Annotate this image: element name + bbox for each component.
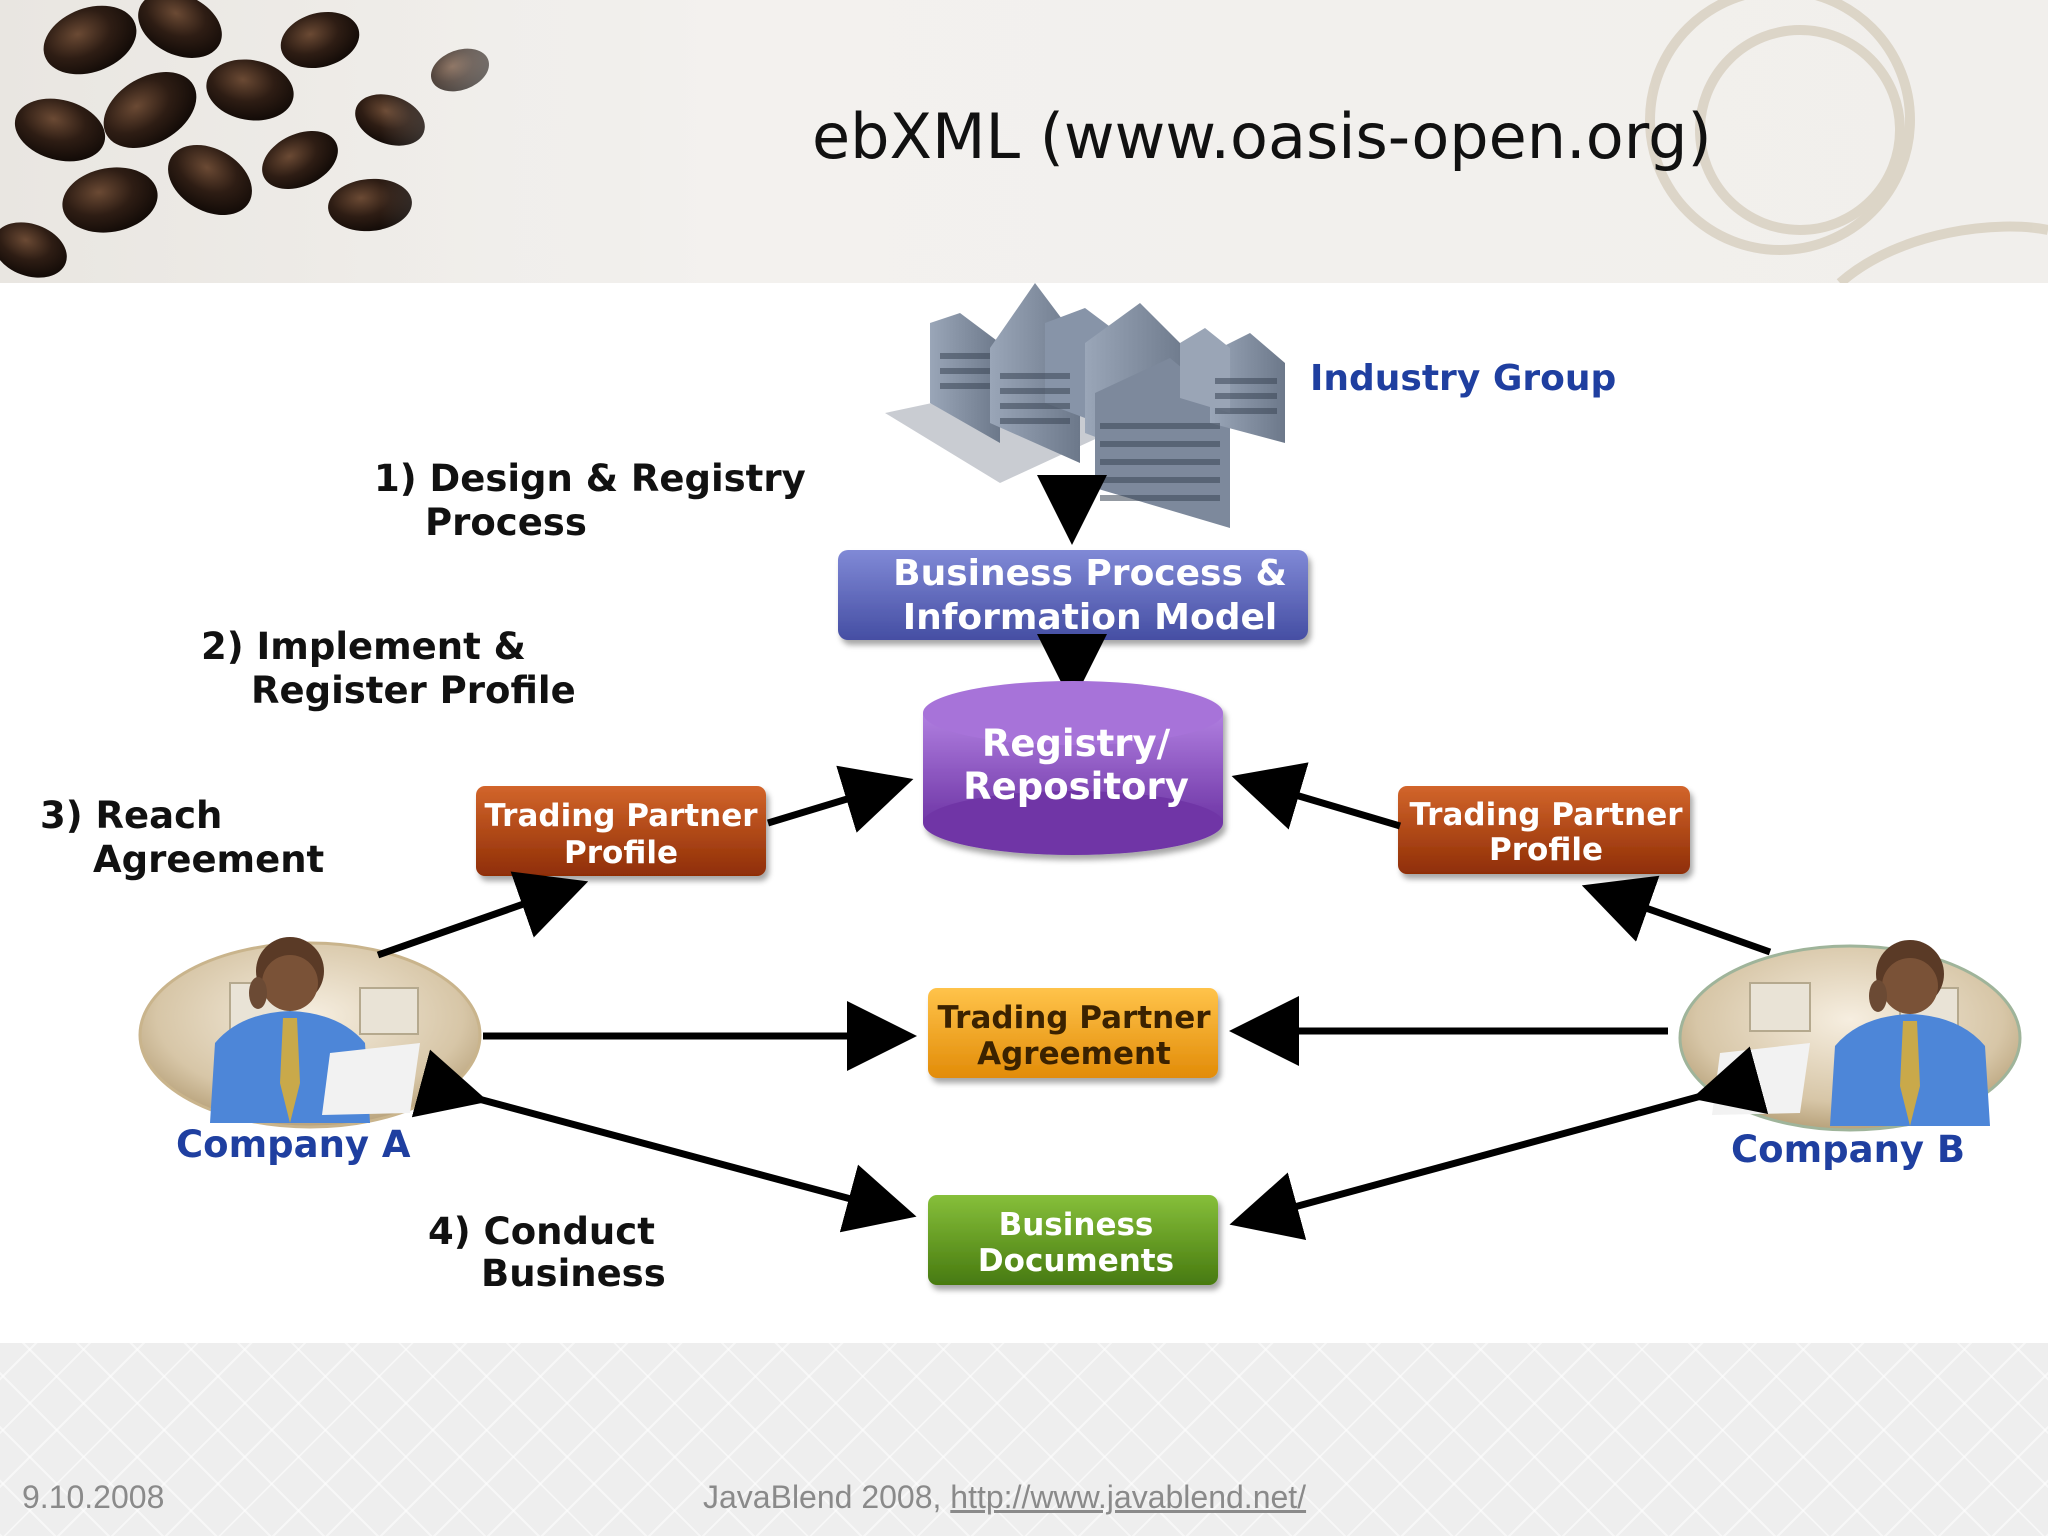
footer-credit-text: JavaBlend 2008, bbox=[703, 1479, 951, 1515]
step2-line1: 2) Implement & bbox=[201, 625, 526, 668]
trading-partner-agreement-box bbox=[928, 988, 1218, 1078]
slide-footer bbox=[0, 1343, 2048, 1536]
ebxml-diagram: Industry Group Business Process & Inform… bbox=[40, 283, 2022, 1295]
slide-header: ebXML (www.oasis-open.org) bbox=[0, 0, 2048, 283]
step4-line1: 4) Conduct bbox=[428, 1210, 655, 1253]
docs-line2: Documents bbox=[978, 1243, 1174, 1279]
arrow-company-a-to-profile bbox=[376, 871, 589, 959]
company-b-person-icon bbox=[1678, 940, 2022, 1132]
footer-date: 9.10.2008 bbox=[22, 1479, 165, 1515]
arrow-profile-left-to-registry bbox=[766, 765, 914, 833]
docs-line1: Business bbox=[999, 1207, 1154, 1243]
tpp-right-line2: Profile bbox=[1489, 832, 1603, 868]
bpim-line1: Business Process & bbox=[893, 553, 1287, 594]
tpp-left-line1: Trading Partner bbox=[484, 798, 758, 834]
step3-line1: 3) Reach bbox=[40, 794, 222, 837]
step4-line2: Business bbox=[481, 1252, 666, 1295]
step3-line2: Agreement bbox=[93, 838, 324, 881]
arrow-profile-right-to-registry bbox=[1231, 762, 1401, 830]
industry-group-label: Industry Group bbox=[1310, 358, 1616, 399]
step1-line1: 1) Design & Registry bbox=[374, 457, 806, 500]
footer-credit: JavaBlend 2008, http://www.javablend.net… bbox=[703, 1479, 1306, 1516]
business-process-model-box bbox=[838, 550, 1308, 640]
arrow-company-a-documents bbox=[411, 1049, 917, 1233]
tpa-line1: Trading Partner bbox=[937, 1000, 1211, 1036]
registry-line2: Repository bbox=[963, 765, 1189, 808]
footer-link[interactable]: http://www.javablend.net/ bbox=[950, 1479, 1307, 1515]
arrow-company-b-documents bbox=[1229, 1046, 1769, 1241]
company-a-person-icon bbox=[138, 937, 482, 1129]
industry-buildings-icon bbox=[885, 283, 1285, 528]
business-documents-box bbox=[928, 1195, 1218, 1285]
coffee-beans-decoration bbox=[0, 0, 2048, 283]
step1-line2: Process bbox=[425, 501, 587, 544]
tpp-left-line2: Profile bbox=[564, 835, 678, 871]
trading-partner-profile-left-box bbox=[476, 786, 766, 876]
step2-line2: Register Profile bbox=[251, 669, 576, 712]
company-b-label: Company B bbox=[1731, 1128, 1965, 1171]
tpp-right-line1: Trading Partner bbox=[1409, 797, 1683, 833]
registry-repository-cylinder bbox=[923, 681, 1223, 855]
arrow-company-b-to-profile bbox=[1581, 875, 1772, 956]
bpim-line2: Information Model bbox=[903, 597, 1278, 638]
tpa-line2: Agreement bbox=[977, 1036, 1171, 1072]
registry-line1: Registry/ bbox=[982, 722, 1171, 765]
trading-partner-profile-right-box bbox=[1398, 786, 1690, 874]
company-a-label: Company A bbox=[176, 1123, 411, 1166]
slide-title: ebXML (www.oasis-open.org) bbox=[812, 100, 1712, 173]
